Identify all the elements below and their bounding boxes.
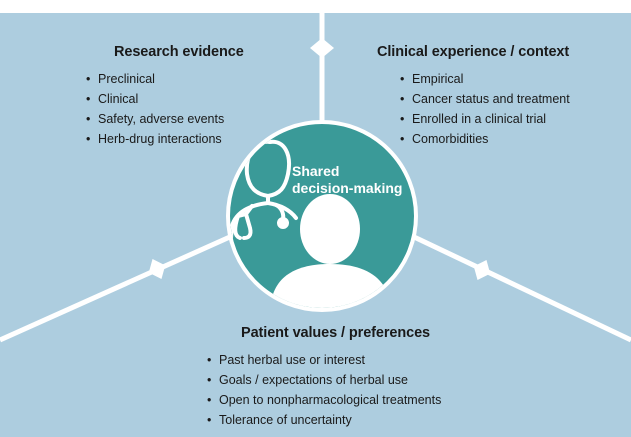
list-item: • Preclinical: [86, 69, 244, 89]
diamond-connector-icon: [148, 258, 166, 280]
clinical-experience-list: •Empirical •Cancer status and treatment …: [400, 69, 570, 149]
bullet-icon: •: [400, 132, 405, 146]
list-item: • Tolerance of uncertainty: [207, 410, 441, 430]
bullet-icon: •: [207, 393, 212, 407]
clinical-experience-section: Clinical experience / context • Empirical…: [377, 44, 570, 149]
list-item-label: Preclinical: [98, 72, 155, 86]
list-item: • Comorbidities: [400, 129, 570, 149]
list-item: • Past herbal use or interest: [207, 350, 441, 370]
list-item: • Cancer status and treatment: [400, 89, 570, 109]
bullet-icon: •: [207, 373, 212, 387]
list-item: • Empirical: [400, 69, 570, 89]
list-item-label: Herb-drug interactions: [98, 132, 222, 146]
list-item-label: Tolerance of uncertainty: [219, 413, 352, 427]
bullet-icon: •: [400, 72, 405, 86]
divider-right: [410, 233, 631, 343]
research-evidence-section: Research evidence • Preclinical • Clinical…: [86, 44, 244, 149]
diamond-connector-icon: [310, 38, 334, 58]
divider-left: [0, 233, 234, 343]
list-item-label: Clinical: [98, 92, 139, 106]
patient-values-list: • Past herbal use or interest • Goals / ex…: [207, 350, 441, 430]
list-item-label: Empirical: [412, 72, 464, 86]
patient-icon: [270, 194, 392, 308]
list-item: • Clinical: [86, 89, 244, 109]
bullet-icon: •: [207, 353, 212, 367]
bullet-icon: •: [400, 92, 405, 106]
list-item-label: Goals / expectations of herbal use: [219, 373, 409, 387]
list-item-label: Safety, adverse events: [98, 112, 225, 126]
stethoscope-icon: [233, 203, 289, 240]
center-label-line2: decision-making: [292, 180, 403, 196]
list-item-label: Comorbidities: [412, 132, 489, 146]
list-item-label: Past herbal use or interest: [219, 353, 365, 367]
diamond-connector-icon: [473, 259, 491, 281]
bullet-icon: •: [207, 413, 212, 427]
bullet-icon: •: [86, 92, 91, 106]
patient-values-section: Patient values / preferences • Past herba…: [207, 325, 441, 430]
list-item: • Goals / expectations of herbal use: [207, 370, 441, 390]
research-evidence-title: Research evidence: [114, 44, 244, 60]
list-item-label: Cancer status and treatment: [412, 92, 570, 106]
center-label-line1: Shared: [292, 163, 340, 179]
list-item: • Herb-drug interactions: [86, 129, 244, 149]
list-item-label: Open to nonpharmacological treatments: [219, 393, 442, 407]
bullet-icon: •: [86, 72, 91, 86]
patient-values-title: Patient values / preferences: [241, 325, 431, 341]
bullet-icon: •: [86, 112, 91, 126]
research-evidence-list: • Preclinical • Clinical • Safety, adverse …: [86, 69, 244, 149]
center-label: Shared decision-making: [292, 163, 402, 197]
list-item: • Safety, adverse events: [86, 109, 244, 129]
list-item-label: Enrolled in a clinical trial: [412, 112, 547, 126]
bullet-icon: •: [400, 112, 405, 126]
list-item: • Open to nonpharmacological treatments: [207, 390, 441, 410]
clinical-experience-title: Clinical experience / context: [377, 44, 570, 60]
list-item: • Enrolled in a clinical trial: [400, 109, 570, 129]
bullet-icon: •: [86, 132, 91, 146]
